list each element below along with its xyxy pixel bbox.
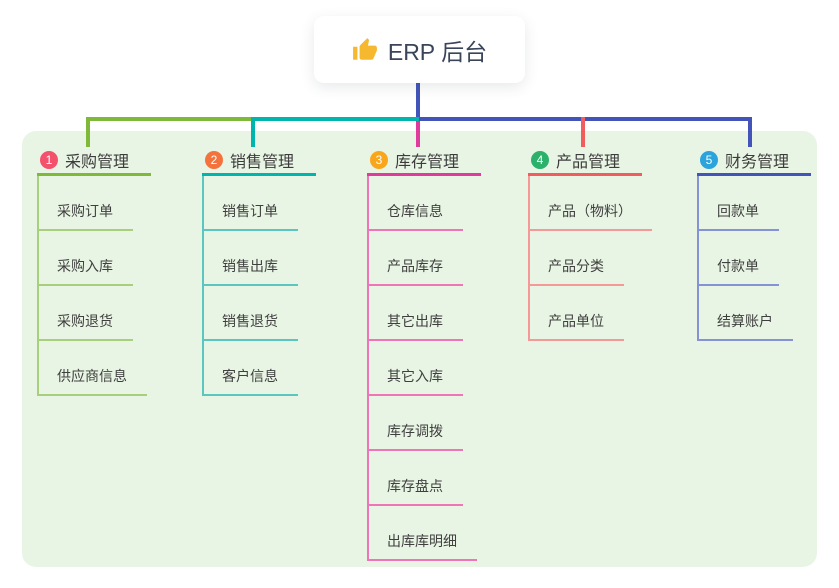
branch-spine bbox=[202, 176, 204, 396]
branch-purchase: 1 采购管理 采购订单 采购入库 采购退货 供应商信息 bbox=[37, 147, 152, 396]
child-node[interactable]: 其它出库 bbox=[367, 286, 463, 341]
branch-title-product[interactable]: 4 产品管理 bbox=[528, 147, 643, 176]
root-title: ERP 后台 bbox=[387, 38, 488, 65]
branch-sales: 2 销售管理 销售订单 销售出库 销售退货 客户信息 bbox=[202, 147, 317, 396]
child-node[interactable]: 采购入库 bbox=[37, 231, 133, 286]
child-node[interactable]: 产品（物料） bbox=[528, 176, 652, 231]
branch-inventory: 3 库存管理 仓库信息 产品库存 其它出库 其它入库 库存调拨 库存盘点 出库库… bbox=[367, 147, 482, 561]
branch-finance: 5 财务管理 回款单 付款单 结算账户 bbox=[697, 147, 812, 341]
branch-title-inventory[interactable]: 3 库存管理 bbox=[367, 147, 482, 176]
child-node[interactable]: 产品库存 bbox=[367, 231, 463, 286]
child-node[interactable]: 库存调拨 bbox=[367, 396, 463, 451]
child-node[interactable]: 销售出库 bbox=[202, 231, 298, 286]
badge-1: 1 bbox=[40, 151, 58, 169]
child-node[interactable]: 采购订单 bbox=[37, 176, 133, 231]
badge-3: 3 bbox=[370, 151, 388, 169]
connector-drop-purchase bbox=[86, 117, 90, 147]
child-node[interactable]: 客户信息 bbox=[202, 341, 298, 396]
connector-horizontal-sales bbox=[255, 117, 419, 121]
child-node[interactable]: 结算账户 bbox=[697, 286, 793, 341]
connector-drop-sales bbox=[251, 117, 255, 147]
thumbs-up-icon bbox=[352, 37, 378, 63]
child-node[interactable]: 采购退货 bbox=[37, 286, 133, 341]
connector-drop-product bbox=[581, 117, 585, 147]
branch-title-purchase[interactable]: 1 采购管理 bbox=[37, 147, 152, 176]
branch-spine bbox=[367, 176, 369, 561]
child-node[interactable]: 回款单 bbox=[697, 176, 779, 231]
branch-label: 财务管理 bbox=[725, 154, 790, 171]
branch-title-finance[interactable]: 5 财务管理 bbox=[697, 147, 812, 176]
child-node[interactable]: 其它入库 bbox=[367, 341, 463, 396]
connector-horizontal-purchase bbox=[86, 117, 255, 121]
child-node[interactable]: 付款单 bbox=[697, 231, 779, 286]
child-node[interactable]: 仓库信息 bbox=[367, 176, 463, 231]
branch-spine bbox=[37, 176, 39, 396]
branch-title-sales[interactable]: 2 销售管理 bbox=[202, 147, 317, 176]
branch-label: 销售管理 bbox=[230, 154, 295, 171]
branch-spine bbox=[528, 176, 530, 341]
child-node[interactable]: 产品分类 bbox=[528, 231, 624, 286]
branch-spine bbox=[697, 176, 699, 341]
badge-4: 4 bbox=[531, 151, 549, 169]
connector-drop-finance bbox=[748, 117, 752, 147]
connector-root-line bbox=[416, 83, 420, 117]
root-node[interactable]: ERP 后台 bbox=[314, 16, 525, 83]
branch-label: 库存管理 bbox=[395, 154, 460, 171]
child-node[interactable]: 产品单位 bbox=[528, 286, 624, 341]
branch-label: 采购管理 bbox=[65, 154, 130, 171]
badge-2: 2 bbox=[205, 151, 223, 169]
badge-5: 5 bbox=[700, 151, 718, 169]
child-node[interactable]: 出库库明细 bbox=[367, 506, 477, 561]
connector-horizontal-finance bbox=[419, 117, 752, 121]
child-node[interactable]: 库存盘点 bbox=[367, 451, 463, 506]
branches-panel bbox=[22, 131, 817, 567]
connector-drop-inventory bbox=[416, 121, 420, 147]
child-node[interactable]: 销售订单 bbox=[202, 176, 298, 231]
child-node[interactable]: 销售退货 bbox=[202, 286, 298, 341]
branch-product: 4 产品管理 产品（物料） 产品分类 产品单位 bbox=[528, 147, 652, 341]
branch-label: 产品管理 bbox=[556, 154, 621, 171]
child-node[interactable]: 供应商信息 bbox=[37, 341, 147, 396]
